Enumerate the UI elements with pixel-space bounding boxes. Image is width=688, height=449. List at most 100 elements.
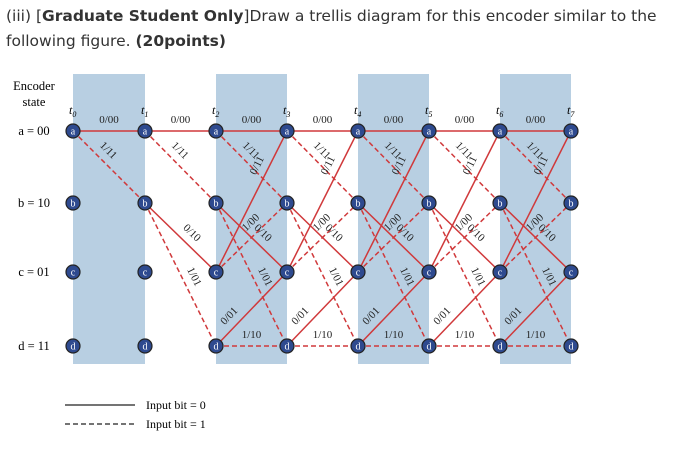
legend-label-1: Input bit = 1 xyxy=(146,417,206,431)
node-letter: d xyxy=(143,342,148,353)
edge-b-c xyxy=(144,202,217,273)
shaded-band xyxy=(358,74,429,364)
edge-label: 1/10 xyxy=(455,329,475,341)
edge-label: 1/01 xyxy=(184,265,203,288)
node-letter: a xyxy=(427,127,432,138)
edge-d-c xyxy=(428,271,501,347)
node-letter: c xyxy=(427,268,432,279)
time-label-t5: t5 xyxy=(425,103,432,119)
node-c xyxy=(350,264,366,280)
edge-c-b xyxy=(357,202,430,273)
node-letter: b xyxy=(498,199,503,210)
node-a xyxy=(279,123,295,139)
node-b xyxy=(421,195,437,211)
node-a xyxy=(421,123,437,139)
node-a xyxy=(65,123,81,139)
edge-label: 0/00 xyxy=(526,114,546,126)
state-label-a: a = 00 xyxy=(18,124,49,138)
node-a xyxy=(350,123,366,139)
edge-d-c xyxy=(357,271,430,347)
edge-c-a xyxy=(286,130,359,273)
node-letter: d xyxy=(214,342,219,353)
node-letter: c xyxy=(356,268,361,279)
state-label-d: d = 11 xyxy=(18,339,50,353)
time-label-t1: t1 xyxy=(141,103,148,119)
time-label-t6: t6 xyxy=(496,103,503,119)
node-c xyxy=(563,264,579,280)
edge-label: 1/10 xyxy=(313,329,333,341)
node-b xyxy=(492,195,508,211)
node-b xyxy=(65,195,81,211)
node-letter: b xyxy=(214,199,219,210)
node-letter: c xyxy=(214,268,219,279)
node-a xyxy=(208,123,224,139)
edge-a-b xyxy=(286,130,359,204)
edge-b-d xyxy=(428,202,501,347)
edge-b-d xyxy=(144,202,217,347)
node-d xyxy=(350,338,366,354)
node-letter: c xyxy=(498,268,503,279)
shaded-band xyxy=(73,74,145,364)
node-b xyxy=(350,195,366,211)
edge-d-c xyxy=(286,271,359,347)
node-c xyxy=(65,264,81,280)
node-letter: d xyxy=(427,342,432,353)
edge-label: 1/01 xyxy=(468,265,487,288)
node-b xyxy=(137,195,153,211)
axis-title-encoder: Encoder xyxy=(13,79,55,93)
node-d xyxy=(492,338,508,354)
state-label-c: c = 01 xyxy=(18,265,49,279)
time-label-t2: t2 xyxy=(212,103,219,119)
shaded-band xyxy=(500,74,571,364)
edge-b-d xyxy=(499,202,572,347)
node-b xyxy=(208,195,224,211)
edge-a-b xyxy=(499,130,572,204)
edge-c-a xyxy=(357,130,430,273)
edge-b-d xyxy=(286,202,359,347)
edge-c-b xyxy=(215,202,288,273)
edge-a-b xyxy=(215,130,288,204)
state-label-b: b = 10 xyxy=(18,196,50,210)
question-text: (iii) [Graduate Student Only]Draw a trel… xyxy=(6,7,657,50)
node-letter: d xyxy=(498,342,503,353)
node-letter: b xyxy=(71,199,76,210)
axis-title-state: state xyxy=(23,95,46,109)
node-letter: d xyxy=(285,342,290,353)
node-letter: d xyxy=(569,342,574,353)
edge-c-a xyxy=(215,130,288,273)
node-c xyxy=(137,264,153,280)
edge-label: 0/00 xyxy=(313,114,333,126)
edge-d-c xyxy=(499,271,572,347)
edge-label: 1/10 xyxy=(384,329,404,341)
edge-c-a xyxy=(499,130,572,273)
node-letter: a xyxy=(143,127,148,138)
node-letter: a xyxy=(214,127,219,138)
node-d xyxy=(65,338,81,354)
time-label-t3: t3 xyxy=(283,103,290,119)
node-letter: a xyxy=(285,127,290,138)
node-letter: d xyxy=(356,342,361,353)
node-d xyxy=(208,338,224,354)
node-c xyxy=(279,264,295,280)
edge-label: 0/00 xyxy=(242,114,262,126)
edge-d-c xyxy=(215,271,288,347)
node-letter: a xyxy=(71,127,76,138)
edge-label: 0/00 xyxy=(455,114,475,126)
node-c xyxy=(492,264,508,280)
graduate-only-tag: Graduate Student Only xyxy=(42,7,244,25)
node-c xyxy=(208,264,224,280)
node-letter: b xyxy=(143,199,148,210)
edge-label: 1/10 xyxy=(526,329,546,341)
edge-label: 0/00 xyxy=(99,114,119,126)
node-letter: a xyxy=(356,127,361,138)
time-label-t4: t4 xyxy=(354,103,361,119)
edge-a-b xyxy=(428,130,501,204)
node-d xyxy=(137,338,153,354)
node-letter: c xyxy=(569,268,574,279)
node-letter: d xyxy=(71,342,76,353)
legend-label-0: Input bit = 0 xyxy=(146,398,206,412)
edge-a-b xyxy=(144,130,217,204)
node-a xyxy=(137,123,153,139)
node-d xyxy=(563,338,579,354)
edge-b-d xyxy=(215,202,288,347)
